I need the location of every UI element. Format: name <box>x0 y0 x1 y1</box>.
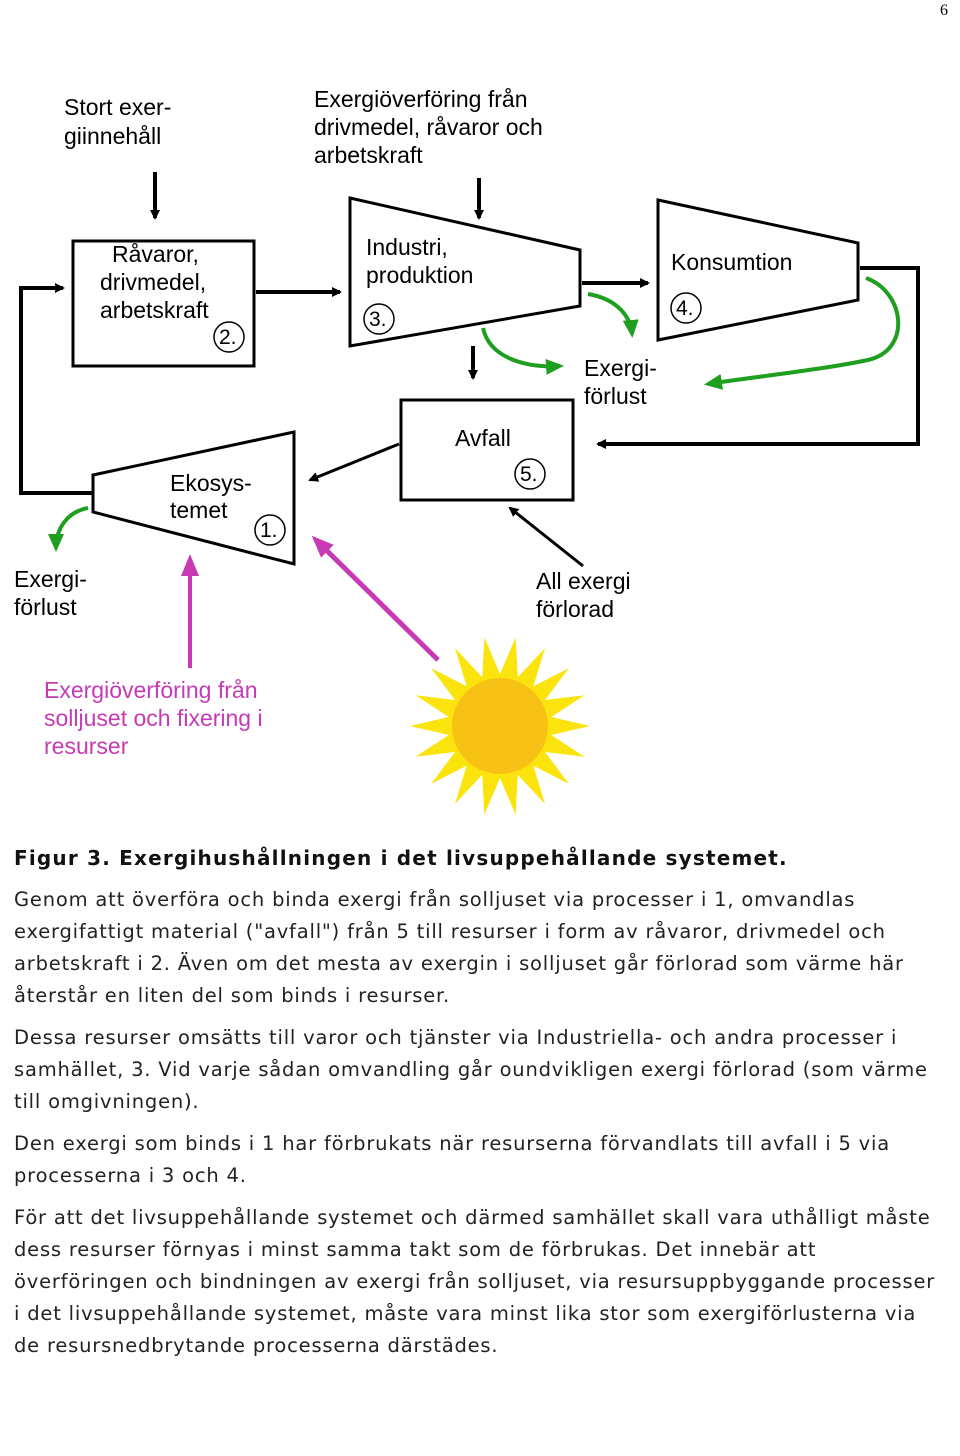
arrow-consumption-to-waste <box>596 266 920 449</box>
consumption-label: Konsumtion <box>671 249 792 275</box>
waste-box: Avfall 5. <box>399 398 575 502</box>
raw-materials-box: Råvaror, drivmedel, arbetskraft 2. <box>71 239 256 368</box>
exergy-loss-left-label: Exergi- förlust <box>14 566 93 620</box>
arrow-all-exergy-lost <box>508 506 584 568</box>
consumption-process: Konsumtion 4. <box>656 198 860 342</box>
industry-process: Industri, produktion 3. <box>348 196 582 348</box>
solar-arrow-diagonal <box>311 535 440 662</box>
industry-number: 3. <box>369 308 387 331</box>
svg-text:Råvaror, drivmedel,: Råvaror, drivmedel, arbetskraft <box>100 241 213 323</box>
figure-title: Figur 3. Exergihushållningen i det livsu… <box>14 846 788 870</box>
svg-text:Industri, produktion: Industri, produktion <box>366 234 473 288</box>
consumption-number: 4. <box>676 297 694 320</box>
svg-text:Ekosys- temet: Ekosys- temet <box>170 470 258 523</box>
exergy-loss-arrow-ecosystem <box>48 506 89 552</box>
caption-paragraph: Genom att överföra och binda exergi från… <box>14 888 904 1007</box>
exergy-diagram: Stort exer- giinnehåll Exergiöverföring … <box>14 86 920 815</box>
exergy-loss-arrow-consumption <box>704 276 901 390</box>
solar-transfer-label: Exergiöverföring från solljuset och fixe… <box>44 677 269 759</box>
stored-exergy-label: Stort exer- giinnehåll <box>64 94 178 149</box>
ecosystem-number: 1. <box>260 519 278 542</box>
ecosystem-process: Ekosys- temet 1. <box>91 430 296 566</box>
arrow-ecosystem-to-raw <box>19 283 93 495</box>
all-exergy-lost-label: All exergi förlorad <box>536 568 637 622</box>
caption-paragraph: För att det livsuppehållande systemet oc… <box>14 1206 936 1357</box>
raw-materials-number: 2. <box>219 326 237 349</box>
waste-number: 5. <box>520 463 538 486</box>
arrow-waste-to-ecosystem <box>308 442 400 482</box>
caption-paragraph: Dessa resurser omsätts till varor och tj… <box>14 1026 928 1113</box>
page-number: 6 <box>940 2 948 19</box>
exergy-loss-arrow-industry-2 <box>587 292 639 338</box>
sun-icon <box>410 637 590 815</box>
caption-paragraph: Den exergi som binds i 1 har förbrukats … <box>14 1132 890 1187</box>
exergy-transfer-label: Exergiöverföring från drivmedel, råvaror… <box>314 86 549 168</box>
exergy-loss-arrow-industry <box>481 327 564 375</box>
waste-label: Avfall <box>455 425 511 451</box>
figure-caption: Figur 3. Exergihushållningen i det livsu… <box>14 842 939 1372</box>
exergy-loss-right-label: Exergi- förlust <box>584 355 663 409</box>
